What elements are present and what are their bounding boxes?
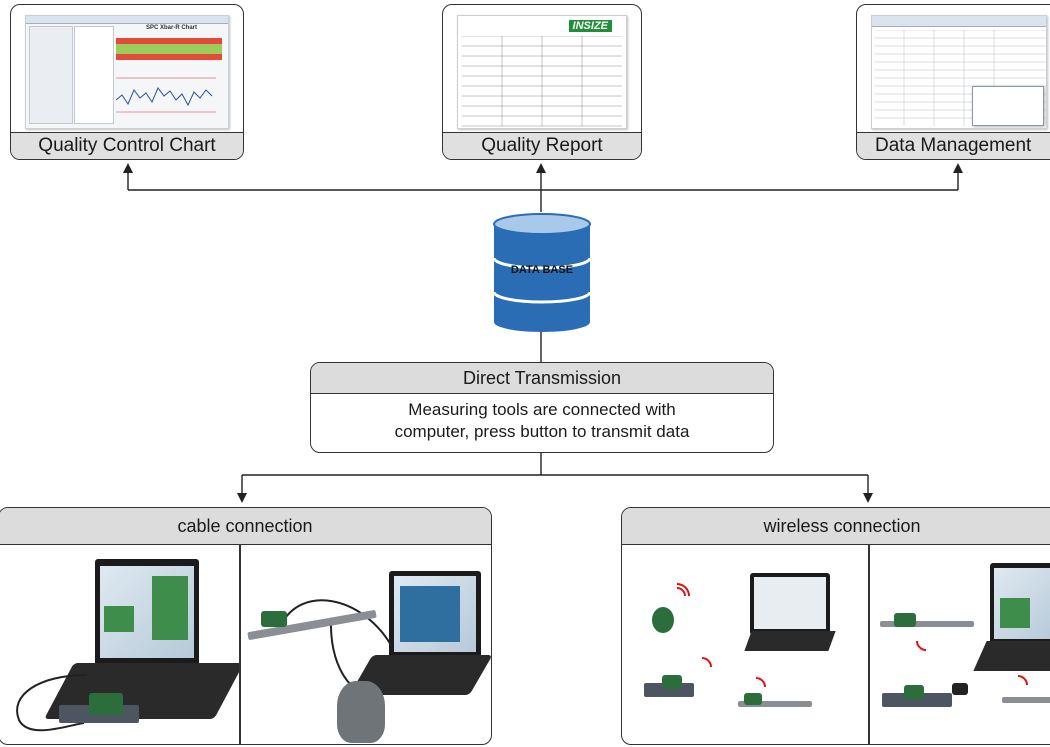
qc-chart-line <box>116 77 216 113</box>
quality-report-screenshot: INSIZE <box>457 15 627 129</box>
micrometer <box>882 693 952 707</box>
data-management-panel: Data Management <box>856 4 1050 160</box>
cable-connection-title: cable connection <box>0 508 491 545</box>
wireless-connection-title: wireless connection <box>622 508 1050 545</box>
caliper <box>1002 697 1050 703</box>
quality-control-chart-panel: SPC Xbar-R Chart Quality Control Chart <box>10 4 244 160</box>
direct-transmission-desc-line2: computer, press button to transmit data <box>394 422 690 441</box>
qc-chart-title: SPC Xbar-R Chart <box>146 25 198 31</box>
quality-report-label: Quality Report <box>443 132 641 159</box>
caliper-display <box>261 611 287 627</box>
laptop-keyboard <box>973 641 1050 671</box>
laptop-screen <box>990 563 1050 647</box>
wireless-signal-icon <box>687 652 717 682</box>
direct-transmission-title: Direct Transmission <box>311 363 773 394</box>
qc-chart-screenshot: SPC Xbar-R Chart <box>25 15 229 129</box>
micrometer-display <box>904 685 924 699</box>
caliper-display <box>744 693 762 705</box>
laptop-keyboard <box>744 631 836 651</box>
cable-wire <box>16 674 88 732</box>
micrometer-display <box>662 675 682 689</box>
direct-transmission-box: Direct Transmission Measuring tools are … <box>310 362 774 453</box>
database-label: DATA BASE <box>510 264 574 276</box>
cable-connection-box: cable connection <box>0 507 492 745</box>
insize-logo: INSIZE <box>568 20 612 32</box>
dial-indicator <box>652 607 674 633</box>
data-management-label: Data Management <box>857 132 1050 159</box>
foot-switch <box>337 681 385 743</box>
wireless-signal-icon <box>1003 670 1033 700</box>
caliper <box>738 701 812 707</box>
wireless-connection-box: wireless connection <box>621 507 1050 745</box>
laptop-screen <box>389 571 481 661</box>
caliper <box>880 621 974 627</box>
cable-photo-right <box>241 545 491 744</box>
laptop-screen <box>750 573 830 635</box>
cable-photo-left <box>0 545 239 744</box>
laptop-screen <box>95 559 199 669</box>
quality-report-panel: INSIZE Quality Report <box>442 4 642 160</box>
direct-transmission-desc-line1: Measuring tools are connected with <box>408 400 676 419</box>
micrometer-display <box>89 693 123 715</box>
caliper-display <box>894 613 916 627</box>
wireless-photo-right <box>870 545 1050 744</box>
report-table-lines <box>462 36 622 127</box>
data-management-screenshot <box>871 15 1047 129</box>
wireless-photo-left <box>622 545 868 744</box>
database-icon <box>492 213 592 332</box>
quality-control-chart-label: Quality Control Chart <box>11 132 243 159</box>
wireless-signal-icon <box>911 626 941 656</box>
wireless-receiver <box>952 683 968 695</box>
